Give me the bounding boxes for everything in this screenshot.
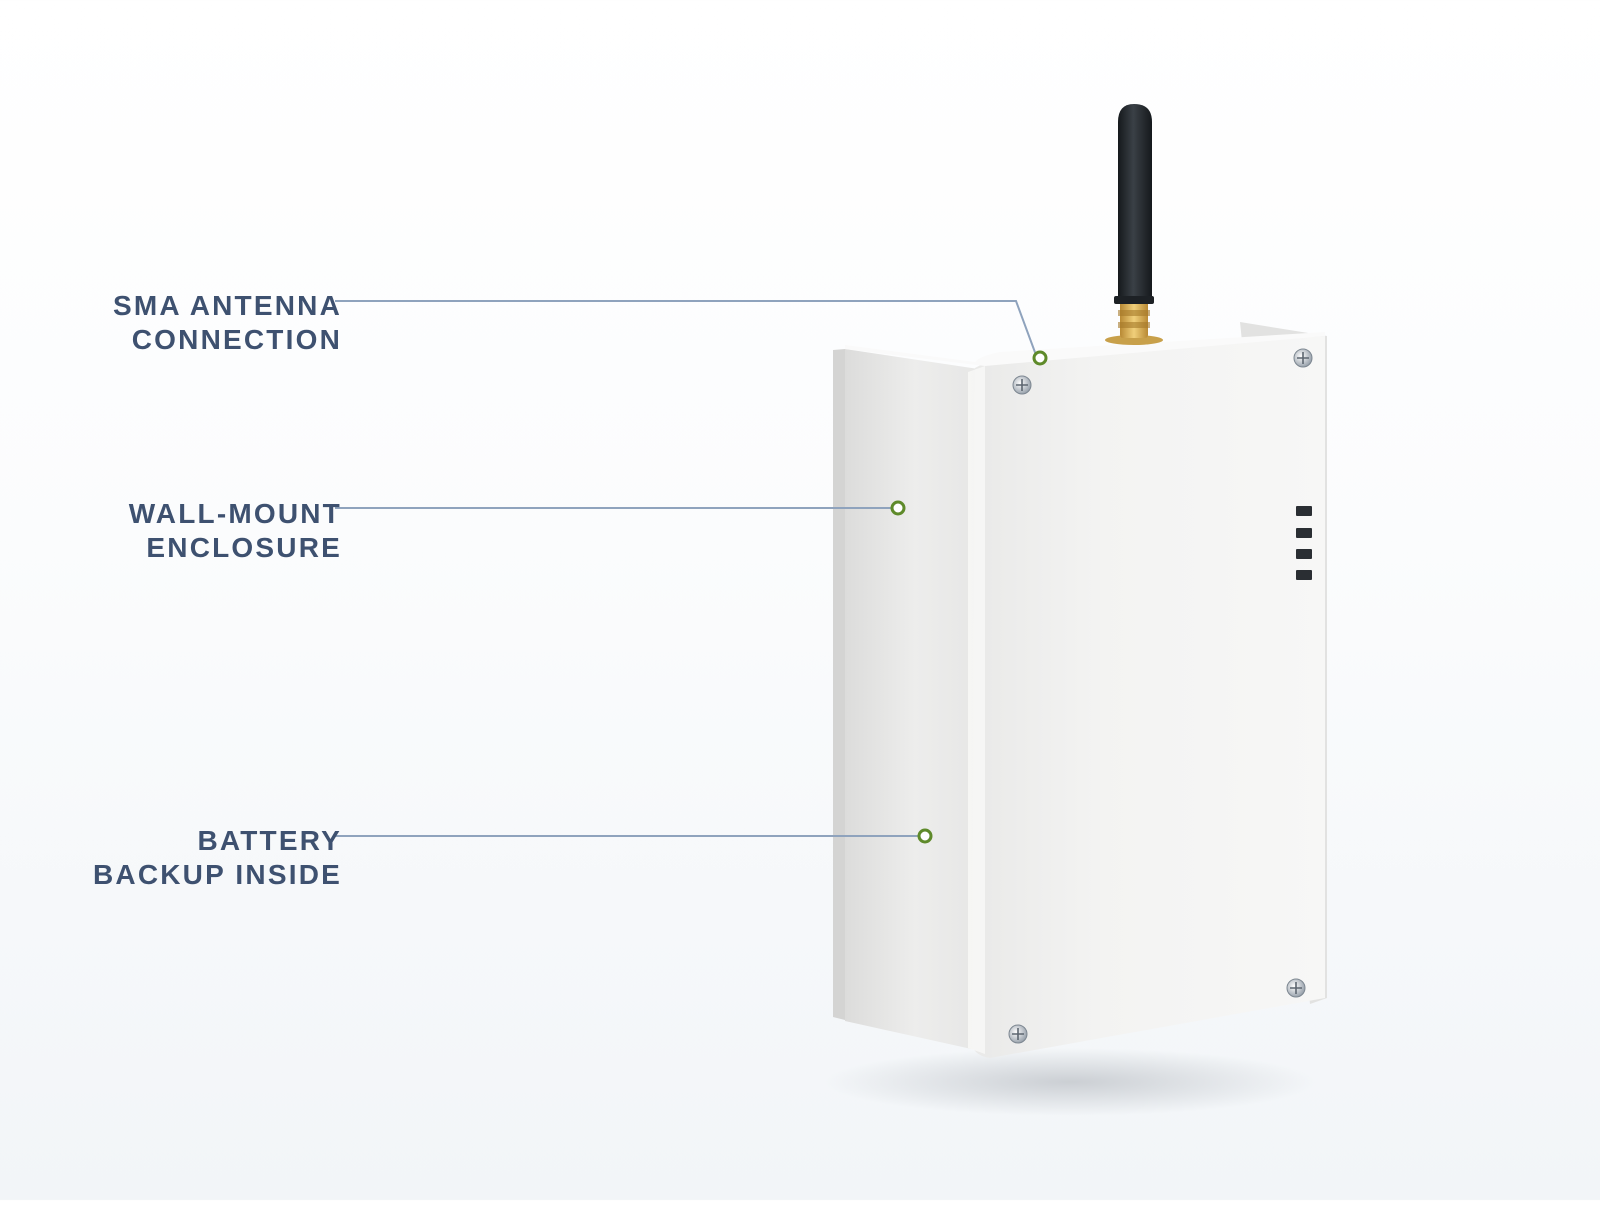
callout-marker-icon: [917, 828, 933, 844]
screw-icon: [1012, 375, 1032, 395]
callout-marker-icon: [890, 500, 906, 516]
screw-icon: [1293, 348, 1313, 368]
callout-label-line: BACKUP INSIDE: [92, 859, 342, 890]
floor-shadow: [825, 1048, 1315, 1116]
callout-leader-wall-mount: [335, 500, 906, 516]
callout-label-line: BATTERY: [197, 825, 342, 856]
callout-label-line: SMA ANTENNA: [112, 290, 342, 321]
callout-label-line: ENCLOSURE: [146, 532, 342, 563]
callout-marker-icon: [1032, 350, 1048, 366]
callout-label-wall-mount: WALL-MOUNT ENCLOSURE: [129, 497, 342, 565]
vent-slots: [1296, 506, 1312, 580]
callout-label-battery-backup: BATTERY BACKUP INSIDE: [93, 824, 342, 892]
callout-label-line: CONNECTION: [131, 324, 342, 355]
screw-icon: [1286, 978, 1306, 998]
callout-leader-sma: [335, 300, 1048, 366]
sma-antenna: [1105, 104, 1163, 345]
screw-icon: [1008, 1024, 1028, 1044]
wall-mount-enclosure: [833, 322, 1327, 1058]
callout-leader-battery: [335, 828, 933, 844]
callout-label-sma-antenna: SMA ANTENNA CONNECTION: [113, 289, 342, 357]
callout-label-line: WALL-MOUNT: [128, 498, 342, 529]
